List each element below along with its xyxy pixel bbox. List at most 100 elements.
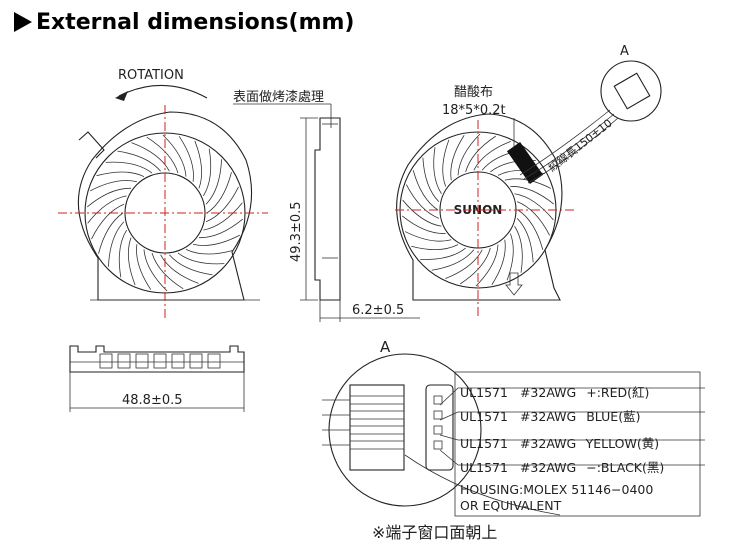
impeller-blade <box>177 252 225 265</box>
thickness-dimension-label: 6.2±0.5 <box>352 303 404 318</box>
fan-housing-back <box>396 113 563 301</box>
impeller-blade <box>194 140 203 189</box>
impeller-blades <box>86 134 244 292</box>
detail-a-circle <box>600 60 662 122</box>
connector-housing <box>349 384 405 471</box>
bottom-rib <box>117 353 131 369</box>
section-title: External dimensions(mm) <box>14 6 354 38</box>
impeller-blade <box>420 247 466 260</box>
impeller-blade <box>169 254 213 276</box>
impeller-blade <box>457 133 481 176</box>
impeller-blade <box>506 233 514 281</box>
impeller-blade <box>406 184 440 219</box>
impeller-blade <box>516 218 534 263</box>
impeller-blade <box>90 180 137 192</box>
bottom-view: 48.8±0.5 <box>69 345 245 412</box>
front-view: ROTATION <box>58 68 268 318</box>
impeller-blade <box>203 202 243 231</box>
pin-window <box>433 395 443 405</box>
airflow-arrow-icon <box>505 272 523 296</box>
impeller-blade <box>143 249 168 292</box>
detail-a-outline <box>328 353 482 507</box>
impeller-blade <box>514 226 523 273</box>
fan-side-body <box>314 117 341 301</box>
pin-window <box>433 440 443 450</box>
impeller-blade <box>422 157 440 202</box>
impeller-blade <box>105 161 153 174</box>
view-a-marker: A <box>620 44 629 59</box>
wire-leader <box>439 387 705 406</box>
impeller-blade <box>160 254 199 284</box>
impeller-blade <box>127 237 136 286</box>
impeller-blade <box>517 209 544 250</box>
rotation-arrow <box>118 84 208 99</box>
impeller-blade <box>504 178 552 189</box>
impeller-blade <box>433 147 442 194</box>
connector-icon <box>613 72 651 110</box>
wire-leader <box>439 411 705 421</box>
housing-line2: OR EQUIVALENT <box>460 498 562 513</box>
rotation-arrowhead-icon <box>115 91 128 101</box>
connector-pin <box>322 410 405 420</box>
impeller-blade <box>450 135 465 181</box>
impeller-blade <box>401 215 446 234</box>
acetate-tape <box>506 142 544 184</box>
detail-a: A <box>322 338 705 517</box>
impeller-blade <box>91 203 125 240</box>
cable-length-label: 絞線長150±10 <box>545 116 614 175</box>
bottom-rib <box>171 353 185 369</box>
fan-bottom-body <box>69 345 245 373</box>
impeller-blade <box>510 186 555 205</box>
impeller-blade <box>146 136 179 174</box>
impeller-blade <box>465 135 496 173</box>
impeller-blade <box>475 244 499 287</box>
spec-box <box>454 371 701 517</box>
wire-leader <box>439 434 705 441</box>
pin-window <box>433 425 443 435</box>
bottom-rib <box>189 353 203 369</box>
impeller-blade <box>473 141 511 171</box>
impeller-blade <box>205 159 222 205</box>
rotation-label: ROTATION <box>118 68 184 83</box>
impeller-blade <box>514 193 554 221</box>
connector-face <box>425 384 454 471</box>
title-text: External dimensions(mm) <box>36 9 355 35</box>
impeller-blade <box>205 186 239 223</box>
impeller-blade <box>96 171 145 177</box>
impeller-blade <box>442 139 450 187</box>
impeller-blade <box>206 172 232 214</box>
connector-pins <box>322 395 443 450</box>
bottom-ribs <box>99 353 221 369</box>
impeller-blade <box>131 142 170 172</box>
fan-housing <box>77 111 253 301</box>
impeller-blade <box>117 150 161 172</box>
impeller-blades-back <box>401 133 555 287</box>
impeller-blade <box>136 244 152 290</box>
tape-size-label: 18*5*0.2t <box>442 103 506 118</box>
side-view: 表面做烤漆處理 49.3±0.5 6.2±0.5 <box>233 89 420 322</box>
bottom-rib <box>135 353 149 369</box>
impeller-blade <box>411 244 459 250</box>
impeller-blade <box>118 229 127 278</box>
acetate-tape-label: 醋酸布 <box>454 84 493 100</box>
impeller-blade <box>491 239 506 285</box>
terminal-note: ※端子窗口面朝上 <box>372 523 497 542</box>
impeller-blade <box>412 170 439 211</box>
impeller-blade <box>445 249 483 279</box>
impeller-blade <box>193 234 240 246</box>
wire-spec-item: UL1571#32AWG+:RED(紅) <box>460 385 649 400</box>
cable-wire <box>523 113 615 180</box>
housing-line1: HOUSING:MOLEX 51146−0400 <box>460 482 653 497</box>
height-dimension-label: 49.3±0.5 <box>289 201 304 262</box>
impeller-blade <box>198 218 244 239</box>
impeller-blade <box>516 201 550 236</box>
impeller-blade <box>203 148 212 197</box>
connector-pin <box>322 440 405 450</box>
impeller-blade <box>404 231 452 242</box>
impeller-blade <box>98 212 124 254</box>
wire-spec-item: UL1571#32AWG−:BLACK(黑) <box>460 460 664 475</box>
triangle-bullet-icon <box>14 12 32 32</box>
